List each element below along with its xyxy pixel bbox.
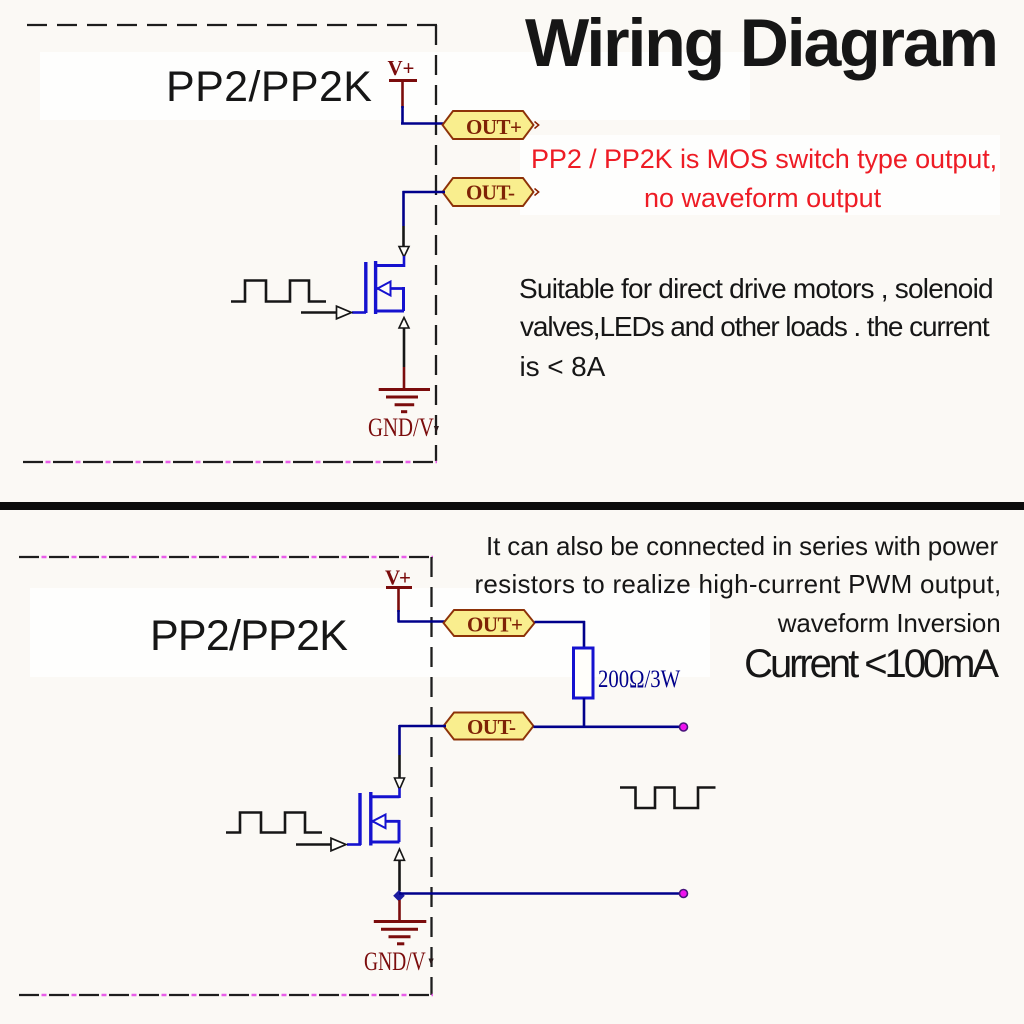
svg-text:OUT+: OUT+ xyxy=(466,115,522,139)
svg-text:OUT-: OUT- xyxy=(467,715,516,739)
svg-text:GND/V: GND/V xyxy=(368,414,434,443)
svg-text:GND/V: GND/V xyxy=(364,947,426,975)
svg-text:V+: V+ xyxy=(388,56,415,80)
svg-text:V+: V+ xyxy=(385,566,411,590)
svg-text:OUT+: OUT+ xyxy=(467,613,523,637)
svg-text:200Ω/3W: 200Ω/3W xyxy=(598,665,681,692)
svg-text:OUT-: OUT- xyxy=(466,181,515,205)
